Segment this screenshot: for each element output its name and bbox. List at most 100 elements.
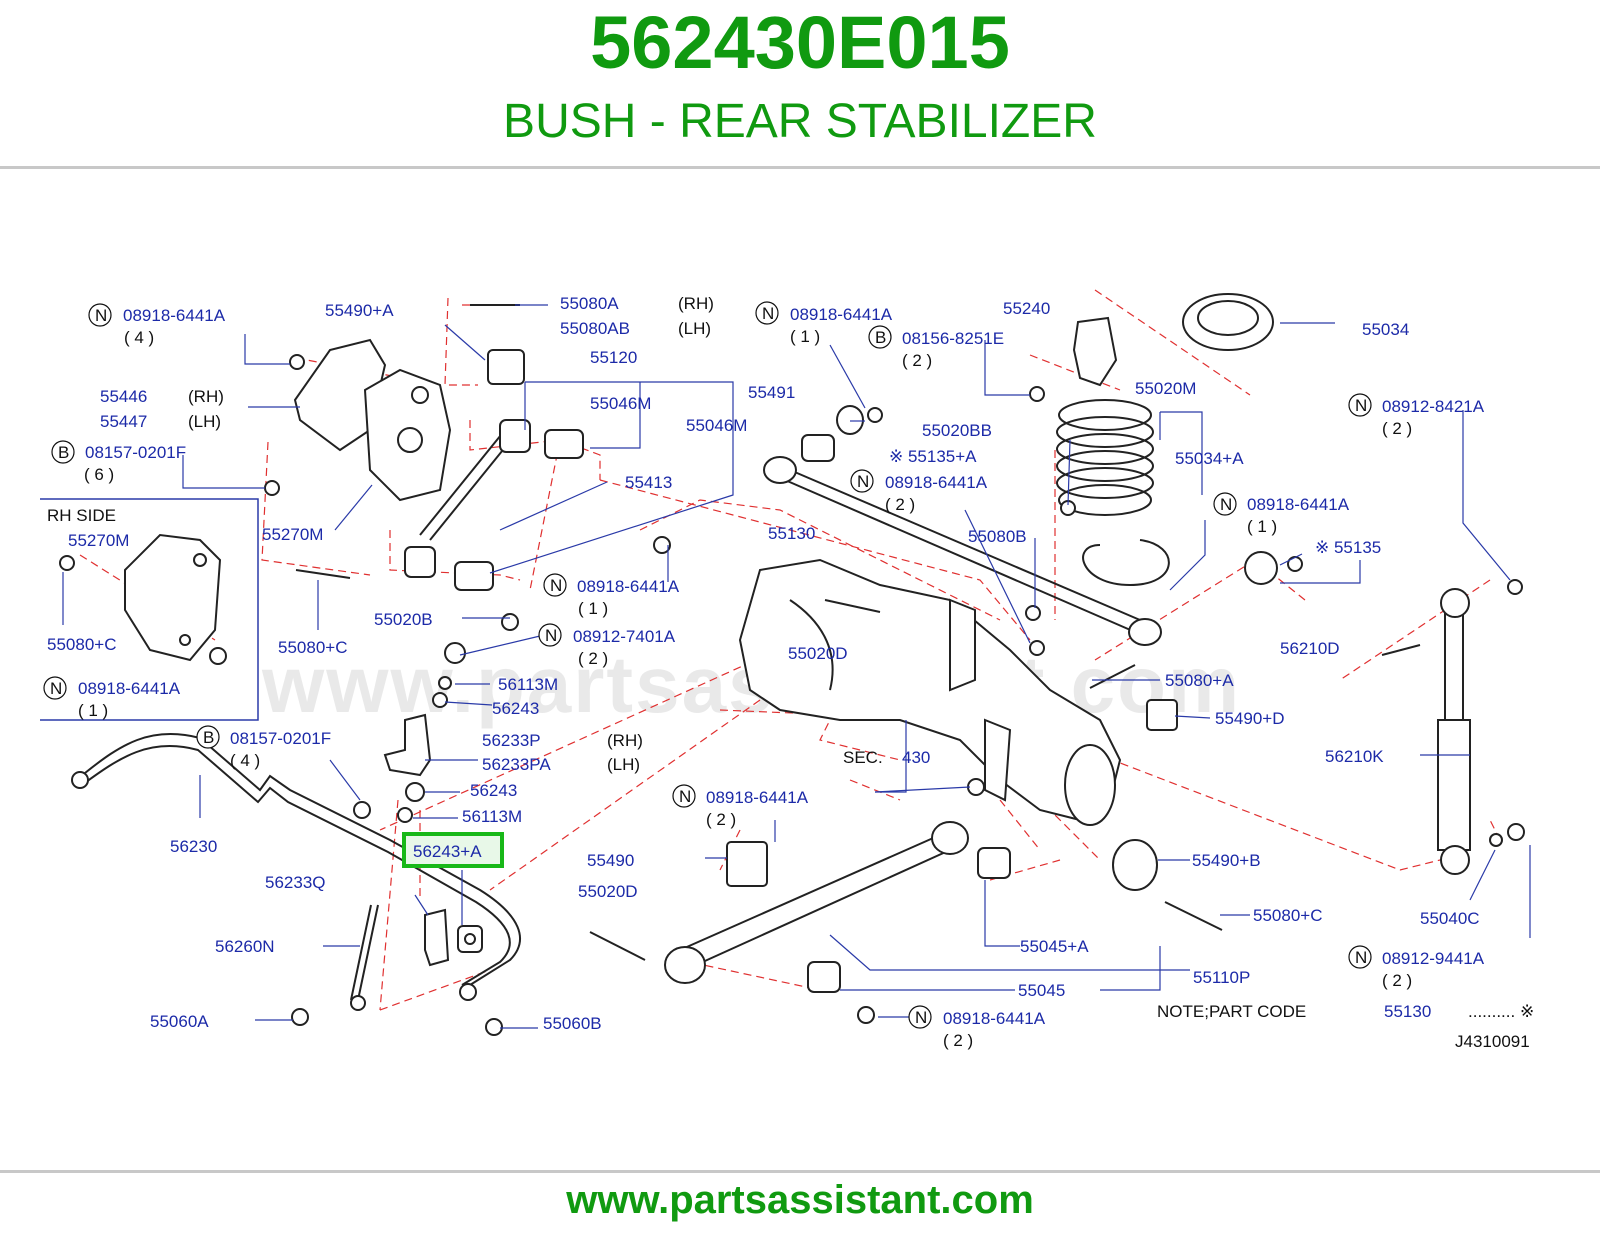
callout-08918-6441a[interactable]: 08918-6441A (1247, 495, 1350, 514)
callout-56233q[interactable]: 56233Q (265, 873, 326, 892)
callout-08918-6441a[interactable]: 08918-6441A (123, 306, 226, 325)
callout-56233pa[interactable]: 56233PA (482, 755, 551, 774)
upper-link-rod (404, 419, 584, 591)
footer-divider (0, 1170, 1600, 1173)
callout-55080a[interactable]: 55080A (560, 294, 619, 313)
side-lh: (LH) (607, 755, 640, 774)
badge-b: B (203, 728, 214, 747)
callout-55413[interactable]: 55413 (625, 473, 672, 492)
callout-56243a-highlighted[interactable]: 56243+A (413, 842, 482, 861)
badge-n: N (1220, 495, 1232, 514)
callout-08912-8421a[interactable]: 08912-8421A (1382, 397, 1485, 416)
badge-n: N (95, 306, 107, 325)
lateral-rod (763, 405, 1162, 646)
callout-08918-6441a[interactable]: 08918-6441A (706, 788, 809, 807)
callout-55020bb[interactable]: 55020BB (922, 421, 992, 440)
callout-55020b[interactable]: 55020B (374, 610, 433, 629)
callout-55135a[interactable]: ※ 55135+A (889, 447, 977, 466)
callout-08918-6441a[interactable]: 08918-6441A (790, 305, 893, 324)
side-rh: (RH) (188, 387, 224, 406)
callout-08912-9441a[interactable]: 08912-9441A (1382, 949, 1485, 968)
note-text: NOTE;PART CODE (1157, 1002, 1306, 1021)
highlight-box (402, 832, 504, 868)
callout-55060a[interactable]: 55060A (150, 1012, 209, 1031)
callout-55490d[interactable]: 55490+D (1215, 709, 1284, 728)
callout-55045[interactable]: 55045 (1018, 981, 1065, 1000)
callout-56113m[interactable]: 56113M (462, 807, 522, 826)
callout-55490b[interactable]: 55490+B (1192, 851, 1261, 870)
small-hardware (59, 304, 1525, 1036)
rh-side-inset-frame (40, 498, 259, 721)
quantity: ( 1 ) (790, 327, 820, 346)
callout-55020m[interactable]: 55020M (1135, 379, 1196, 398)
callout-55447[interactable]: 55447 (100, 412, 147, 431)
section-link-430[interactable]: 430 (902, 748, 930, 767)
note-part-code[interactable]: 55130 (1384, 1002, 1431, 1021)
side-lh: (LH) (188, 412, 221, 431)
callout-55120[interactable]: 55120 (590, 348, 637, 367)
callout-55020d[interactable]: 55020D (788, 644, 848, 663)
stabilizer-clamp-and-link (350, 713, 450, 1011)
footer-url[interactable]: www.partsassistant.com (566, 1178, 1034, 1222)
callout-56210d[interactable]: 56210D (1280, 639, 1340, 658)
callout-55270m[interactable]: 55270M (262, 525, 323, 544)
callout-55240[interactable]: 55240 (1003, 299, 1050, 318)
callout-08912-7401a[interactable]: 08912-7401A (573, 627, 676, 646)
badge-b: B (875, 328, 886, 347)
section-caption: SEC. (843, 748, 883, 767)
callout-55045a[interactable]: 55045+A (1020, 937, 1089, 956)
callout-55490a[interactable]: 55490+A (325, 301, 394, 320)
callout-55080a[interactable]: 55080+A (1165, 671, 1234, 690)
stabilizer-bar (71, 733, 521, 1001)
callout-55080c[interactable]: 55080+C (47, 635, 116, 654)
quantity: ( 2 ) (902, 351, 932, 370)
shock-absorber (1244, 551, 1471, 875)
callout-55080ab[interactable]: 55080AB (560, 319, 630, 338)
callout-55046m[interactable]: 55046M (686, 416, 747, 435)
callout-55034a[interactable]: 55034+A (1175, 449, 1244, 468)
badge-n: N (857, 472, 869, 491)
callout-55490[interactable]: 55490 (587, 851, 634, 870)
callout-55080c[interactable]: 55080+C (278, 638, 347, 657)
badge-n: N (50, 679, 62, 698)
callout-08157-0201f[interactable]: 08157-0201F (85, 443, 186, 462)
callout-08918-6441a[interactable]: 08918-6441A (577, 577, 680, 596)
callout-55446[interactable]: 55446 (100, 387, 147, 406)
callout-55040c[interactable]: 55040C (1420, 909, 1480, 928)
callout-55080c[interactable]: 55080+C (1253, 906, 1322, 925)
callout-55270m[interactable]: 55270M (68, 531, 129, 550)
callout-55046m[interactable]: 55046M (590, 394, 651, 413)
callout-55491[interactable]: 55491 (748, 383, 795, 402)
callout-56243[interactable]: 56243 (470, 781, 517, 800)
callout-56210k[interactable]: 56210K (1325, 747, 1384, 766)
callout-08918-6441a[interactable]: 08918-6441A (943, 1009, 1046, 1028)
badge-n: N (679, 787, 691, 806)
stabilizer-bushing-highlighted (457, 925, 483, 953)
badge-n: N (762, 304, 774, 323)
callout-55034[interactable]: 55034 (1362, 320, 1409, 339)
note-mark: .......... ※ (1468, 1002, 1534, 1021)
callout-08157-0201f[interactable]: 08157-0201F (230, 729, 331, 748)
quantity: ( 4 ) (230, 751, 260, 770)
side-lh: (LH) (678, 319, 711, 338)
lower-link (664, 821, 1158, 993)
quantity: ( 6 ) (84, 465, 114, 484)
callout-56230[interactable]: 56230 (170, 837, 217, 856)
callout-55130[interactable]: 55130 (768, 524, 815, 543)
callout-55020d[interactable]: 55020D (578, 882, 638, 901)
callout-55060b[interactable]: 55060B (543, 1014, 602, 1033)
badge-n: N (1355, 948, 1367, 967)
callout-55135[interactable]: ※ 55135 (1315, 538, 1381, 557)
callout-56260n[interactable]: 56260N (215, 937, 275, 956)
callout-08156-8251e[interactable]: 08156-8251E (902, 329, 1004, 348)
badge-n: N (915, 1008, 927, 1027)
callout-55110p[interactable]: 55110P (1193, 968, 1250, 987)
quantity: ( 1 ) (1247, 517, 1277, 536)
callout-08918-6441a[interactable]: 08918-6441A (78, 679, 181, 698)
callout-56243[interactable]: 56243 (492, 699, 539, 718)
callout-56233p[interactable]: 56233P (482, 731, 541, 750)
side-rh: (RH) (678, 294, 714, 313)
callout-55080b[interactable]: 55080B (968, 527, 1027, 546)
callout-56113m[interactable]: 56113M (498, 675, 558, 694)
callout-08918-6441a[interactable]: 08918-6441A (885, 473, 988, 492)
